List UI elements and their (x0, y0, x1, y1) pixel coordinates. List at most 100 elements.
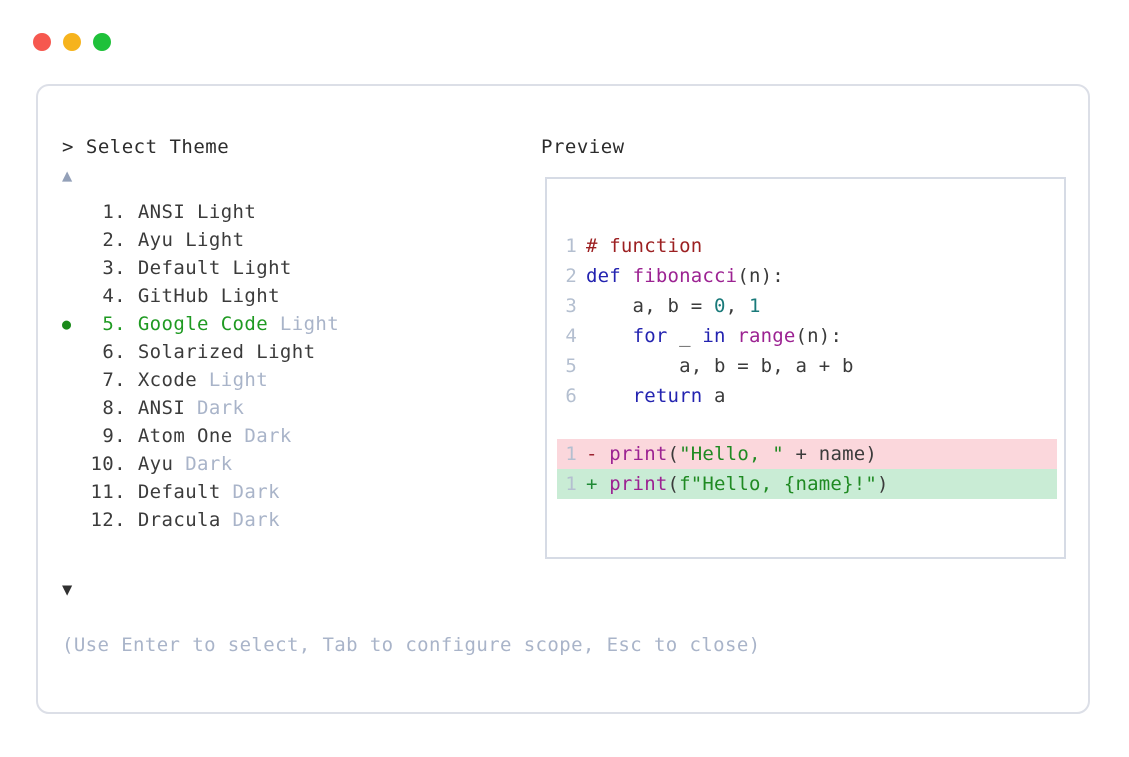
theme-list-item[interactable]: 11. Default Dark (62, 478, 512, 506)
code-token-plain: (n): (795, 325, 843, 347)
theme-list-item[interactable]: 1. ANSI Light (62, 198, 512, 226)
theme-item-name: Default (137, 481, 221, 503)
window-minimize-button[interactable] (63, 33, 81, 51)
code-token-num: 0 (714, 295, 726, 317)
line-number: 1 (565, 443, 577, 465)
theme-item-variant: Dark (185, 397, 245, 419)
theme-list-item[interactable]: 4. GitHub Light (62, 282, 512, 310)
spacer (126, 369, 138, 391)
line-number: 4 (565, 325, 577, 347)
theme-item-index: 8. (102, 397, 126, 419)
code-token-kw: def (586, 265, 633, 287)
code-token-plain: a, b = (586, 295, 715, 317)
scroll-down-arrow-icon[interactable]: ▼ (62, 580, 73, 600)
diff-line-text: print(f"Hello, {name}!") (598, 473, 889, 495)
code-token-num: 1 (748, 295, 761, 317)
code-token-plain (586, 325, 633, 347)
code-line-text: for _ in range(n): (586, 325, 842, 347)
diff-line-add: 1 + print(f"Hello, {name}!") (557, 469, 1057, 499)
theme-item-name: Xcode (137, 369, 198, 391)
window-close-button[interactable] (33, 33, 51, 51)
theme-list-item[interactable]: 2. Ayu Light (62, 226, 512, 254)
theme-item-variant: Light (197, 369, 269, 391)
line-number: 1 (565, 235, 577, 257)
scroll-up-arrow-icon[interactable]: ▲ (62, 166, 73, 186)
code-line: 2 def fibonacci(n): (557, 261, 1057, 291)
code-token-plain: _ (667, 325, 703, 347)
theme-list-item[interactable]: 8. ANSI Dark (62, 394, 512, 422)
selected-marker-icon: ● (62, 314, 72, 333)
code-token-plain: ) (877, 473, 889, 495)
code-token-plain (598, 473, 610, 495)
theme-item-index: 5. (102, 313, 126, 335)
diff-sign: - (586, 443, 598, 465)
theme-item-variant: Light (185, 201, 257, 223)
spacer (126, 397, 138, 419)
preview-header: Preview (541, 136, 625, 158)
code-line-text: return a (586, 385, 726, 407)
spacer (126, 313, 138, 335)
line-number: 3 (565, 295, 577, 317)
theme-item-name: ANSI (137, 201, 186, 223)
theme-item-name: Google Code (137, 313, 269, 335)
theme-item-index: 2. (102, 229, 126, 251)
theme-list-item[interactable]: 9. Atom One Dark (62, 422, 512, 450)
code-line-text: # function (586, 235, 702, 257)
code-token-comment: # function (586, 235, 703, 257)
code-line: 5 a, b = b, a + b (557, 351, 1057, 381)
theme-item-name: Ayu (137, 229, 174, 251)
line-number: 6 (565, 385, 577, 407)
code-token-plain: a (702, 385, 726, 407)
theme-item-index: 6. (102, 341, 126, 363)
line-number: 5 (565, 355, 577, 377)
theme-list-item[interactable]: 3. Default Light (62, 254, 512, 282)
theme-item-index: 10. (90, 453, 126, 475)
code-preview: 1 # function 2 def fibonacci(n): 3 a, b = 0,… (557, 231, 1057, 499)
code-token-plain: ( (667, 443, 680, 465)
diff-line-text: print("Hello, " + name) (598, 443, 877, 465)
code-line: 3 a, b = 0, 1 (557, 291, 1057, 321)
theme-item-index: 12. (90, 509, 126, 531)
spacer (126, 285, 138, 307)
theme-item-index: 11. (90, 481, 126, 503)
theme-list-item[interactable]: 6. Solarized Light (62, 338, 512, 366)
code-line: 6 return a (557, 381, 1057, 411)
code-line-text: a, b = b, a + b (586, 355, 854, 377)
spacer (126, 341, 138, 363)
spacer (126, 425, 138, 447)
theme-item-index: 1. (102, 201, 126, 223)
code-token-kw: for (632, 325, 668, 347)
code-token-plain (586, 385, 633, 407)
spacer (126, 453, 138, 475)
window-controls (33, 33, 111, 51)
theme-item-index: 9. (102, 425, 126, 447)
line-number: 1 (565, 473, 577, 495)
spacer (126, 481, 138, 503)
theme-item-variant: Dark (232, 425, 292, 447)
theme-item-name: ANSI (137, 397, 186, 419)
theme-item-index: 3. (102, 257, 126, 279)
theme-item-name: Solarized (137, 341, 245, 363)
window-maximize-button[interactable] (93, 33, 111, 51)
code-token-fn: print (609, 473, 668, 495)
theme-item-name: Dracula (137, 509, 221, 531)
code-token-plain: + name) (783, 443, 878, 465)
code-line-text: def fibonacci(n): (586, 265, 784, 287)
theme-list-item[interactable]: 7. Xcode Light (62, 366, 512, 394)
diff-sign: + (586, 473, 598, 495)
theme-item-name: GitHub (137, 285, 209, 307)
theme-item-variant: Dark (220, 509, 280, 531)
theme-item-variant: Light (220, 257, 292, 279)
theme-list-item[interactable]: ● 5. Google Code Light (62, 310, 512, 338)
code-token-str: "Hello, " (679, 443, 784, 465)
code-line: 4 for _ in range(n): (557, 321, 1057, 351)
theme-list-item[interactable]: 12. Dracula Dark (62, 506, 512, 534)
theme-list-item[interactable]: 10. Ayu Dark (62, 450, 512, 478)
line-number: 2 (565, 265, 577, 287)
theme-item-name: Ayu (137, 453, 174, 475)
code-blank-line (557, 411, 1057, 439)
theme-item-variant: Light (268, 313, 340, 335)
code-token-fn: range (737, 325, 796, 347)
keyboard-hint: (Use Enter to select, Tab to configure s… (62, 634, 761, 656)
